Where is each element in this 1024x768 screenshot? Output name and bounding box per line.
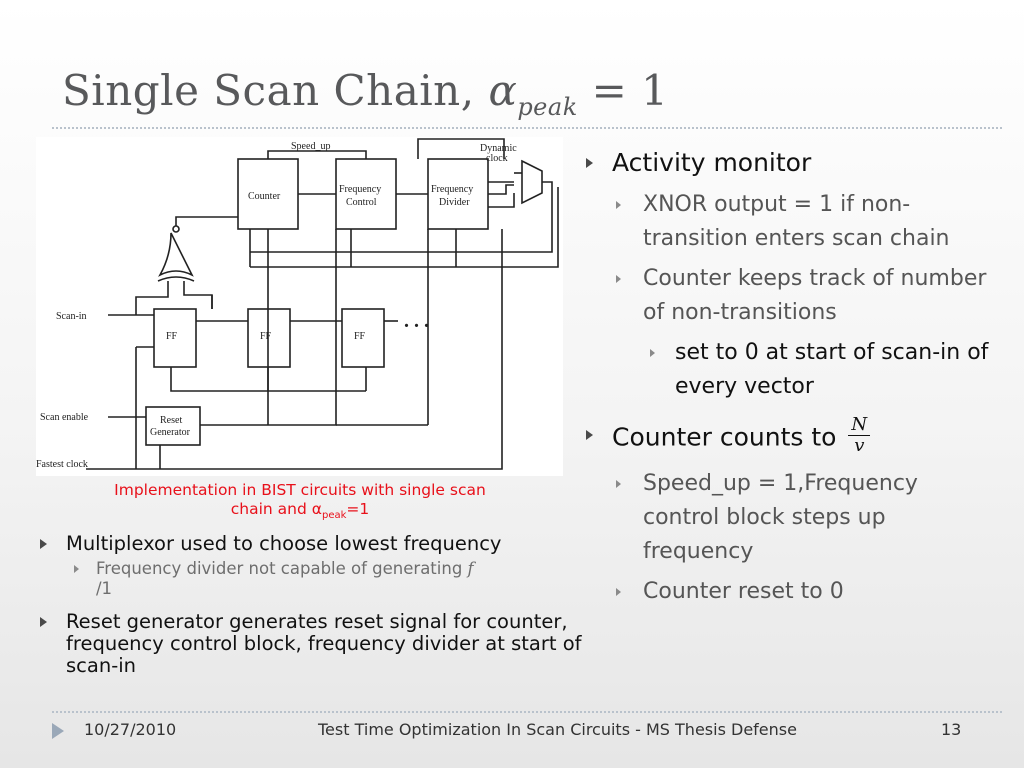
left-bullet-list: Multiplexor used to choose lowest freque… [36,533,586,677]
label-control: Control [346,197,377,208]
bullet-multiplexor: Multiplexor used to choose lowest freque… [36,533,586,555]
slide-title: Single Scan Chain, αpeak = 1 [62,66,669,121]
xnor-gate [158,232,194,277]
bullet-xnor-output: XNOR output = 1 if non-transition enters… [582,188,992,256]
label-ellipsis: . . . [404,310,429,332]
bullet-arrow-icon [586,430,593,440]
bullet-arrow-icon [74,565,79,573]
label-ff-1: FF [166,331,178,342]
bullet-arrow-icon [586,158,593,168]
footer-arrow-icon [52,723,64,739]
multiplexor [521,159,543,205]
bullet-arrow-icon [616,480,621,488]
ff-1 [153,308,197,368]
right-bullet-list: Activity monitor XNOR output = 1 if non-… [582,148,992,609]
bullet-arrow-icon [616,275,621,283]
ff-2 [247,308,291,368]
label-divider: Divider [439,197,470,208]
bullet-set-zero: set to 0 at start of scan-in of every ve… [582,336,992,404]
bullet-arrow-icon [650,349,655,357]
label-ff-3: FF [354,331,366,342]
label-fastest-clock: Fastest clock [36,459,88,470]
bullet-arrow-icon [40,617,47,627]
label-clock: clock [486,153,508,164]
footer-title: Test Time Optimization In Scan Circuits … [318,720,797,739]
bullet-frequency-divider: Frequency divider not capable of generat… [36,559,586,599]
label-ff-2: FF [260,331,272,342]
bist-circuit-diagram: Speed_up Dynamic clock Counter Frequency… [36,137,563,476]
label-counter: Counter [248,191,281,202]
footer-page-number: 13 [941,720,962,739]
label-frequency-2: Frequency [431,184,473,195]
title-divider [52,127,1002,129]
label-reset: Reset [160,415,182,426]
bullet-counter-reset: Counter reset to 0 [582,575,992,609]
bullet-counter-tracks: Counter keeps track of number of non-tra… [582,262,992,330]
bullet-arrow-icon [616,201,621,209]
bullet-arrow-icon [616,588,621,596]
label-scan-in: Scan-in [56,311,87,322]
footer-date: 10/27/2010 [84,720,177,739]
bullet-arrow-icon [40,539,47,549]
bullet-activity-monitor: Activity monitor [582,148,992,178]
diagram-caption: Implementation in BIST circuits with sin… [114,481,486,522]
label-frequency-1: Frequency [339,184,381,195]
label-dynamic: Dynamic [480,143,517,154]
reset-generator-block [145,406,201,446]
ff-3 [341,308,385,368]
label-speed-up: Speed_up [291,141,330,152]
bullet-reset-generator: Reset generator generates reset signal f… [36,611,586,677]
label-scan-enable: Scan enable [40,412,89,423]
label-generator: Generator [150,427,191,438]
footer-divider [52,711,1002,713]
bullet-speed-up: Speed_up = 1,Frequency control block ste… [582,467,992,569]
